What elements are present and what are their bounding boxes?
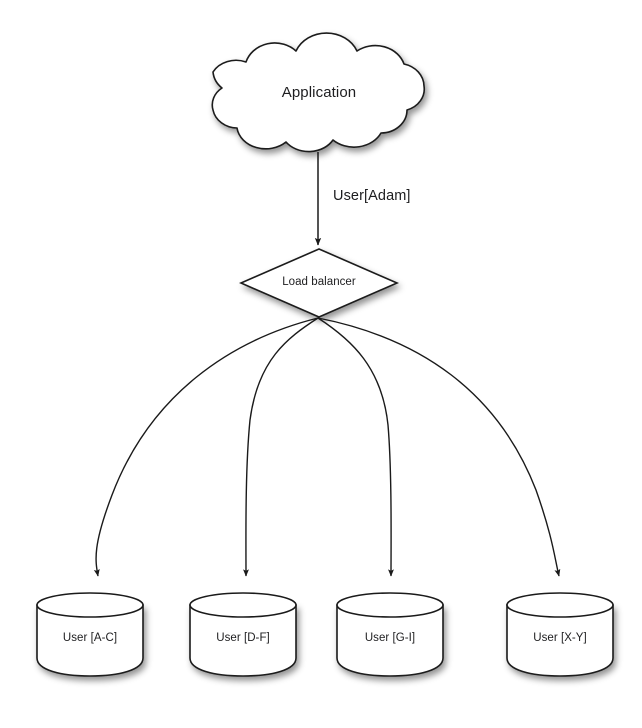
edge-load-balancer-to-db-3 (317, 317, 394, 577)
database-icon-3 (336, 592, 444, 677)
database-icon-4 (506, 592, 614, 677)
cloud-icon (211, 32, 426, 153)
edge-load-balancer-to-db-1 (93, 317, 319, 577)
diamond-icon (238, 248, 400, 318)
edge-load-balancer-to-db-2 (243, 317, 319, 577)
edge-load-balancer-to-db-4 (317, 317, 561, 577)
database-icon-1 (36, 592, 144, 677)
database-icon-2 (189, 592, 297, 677)
